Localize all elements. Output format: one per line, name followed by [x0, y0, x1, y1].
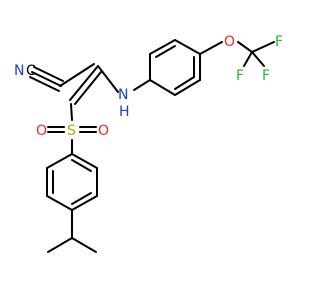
bond-vinyl-to-amine [97, 65, 119, 93]
bond-alpha-to-sulfur [70, 103, 73, 121]
molecule-drawing: N C N H O F F F O S O [14, 34, 283, 253]
vinyl-double-bond [69, 65, 102, 105]
sulfonyl-o-left-double-bond [47, 126, 65, 133]
lower-phenyl-ring [46, 153, 98, 211]
atom-label-amine-h: H [119, 104, 130, 120]
sulfonyl-o-right-double-bond [79, 126, 97, 133]
upper-phenyl-ring [149, 39, 201, 96]
atom-label-fluorine-3: F [236, 68, 244, 84]
atom-label-ether-o: O [224, 34, 235, 50]
bond-ether-o-to-cf3 [237, 41, 253, 53]
bond-cf3-f3 [243, 51, 253, 67]
atom-label-fluorine-1: F [275, 34, 283, 50]
atom-label-fluorine-2: F [262, 68, 270, 84]
isopropyl-group [47, 209, 97, 253]
nitrile-triple-bond [29, 66, 64, 92]
bond-cn-carbon-to-alpha [59, 63, 95, 87]
bond-cf3-f1 [251, 41, 275, 53]
atom-label-nitrile-n: N [14, 63, 24, 79]
bond-cf3-f2 [251, 51, 265, 67]
atom-label-amine-n: N [118, 87, 128, 103]
bond-aryl-to-ether-o [199, 41, 223, 55]
atom-label-sulfonyl-o-left: O [36, 123, 47, 139]
bond-amine-to-aryl [133, 79, 151, 91]
atom-label-nitrile-c: C [26, 63, 36, 79]
atom-label-sulfur: S [67, 123, 76, 139]
structure-diagram: N C N H O F F F O S O [14, 34, 283, 253]
atom-label-sulfonyl-o-right: O [98, 123, 109, 139]
